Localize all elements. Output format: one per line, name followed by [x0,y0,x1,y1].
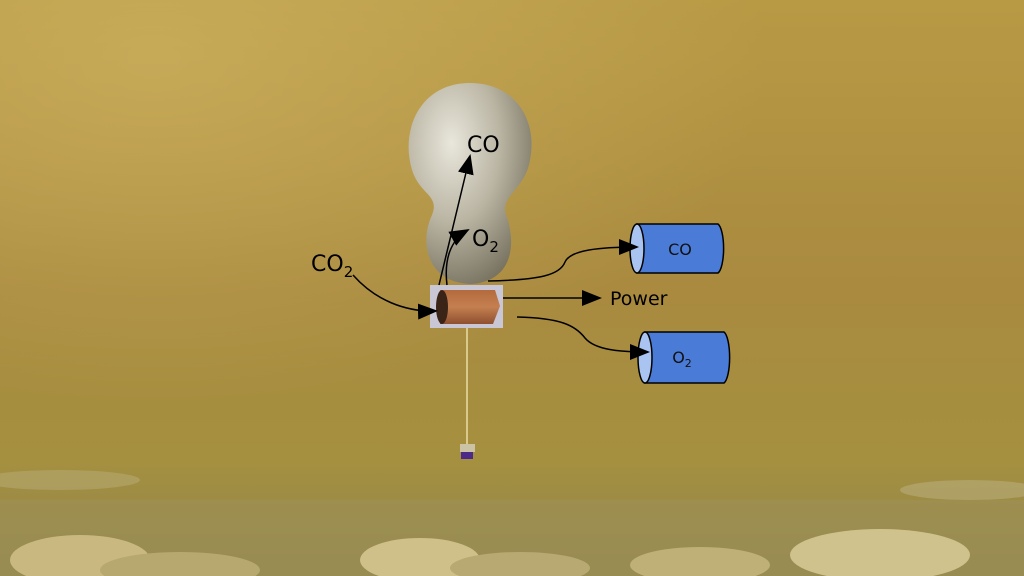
tank-co-label: CO [668,240,692,259]
cloud-layer [0,470,1024,576]
balloon-o2-label: O2 [472,227,499,256]
balloon [408,83,532,284]
arrow-co2-input [352,274,438,320]
electrolysis-cell [430,285,503,328]
arrow-to-o2-lobe [445,229,470,286]
cylinder-tank-co: CO [629,223,725,274]
cylinder-tank-o2: O2 [637,331,731,384]
tether-and-payload [460,328,475,459]
power-label: Power [610,288,668,310]
tank-o2-label: O2 [672,348,692,370]
arrow-to-co-tank [487,239,639,282]
arrow-to-o2-tank [516,316,650,360]
balloon-co-label: CO [467,133,500,158]
arrow-to-co-lobe [438,154,474,286]
co2-input-label: CO2 [311,252,353,281]
flow-arrows [352,154,650,360]
